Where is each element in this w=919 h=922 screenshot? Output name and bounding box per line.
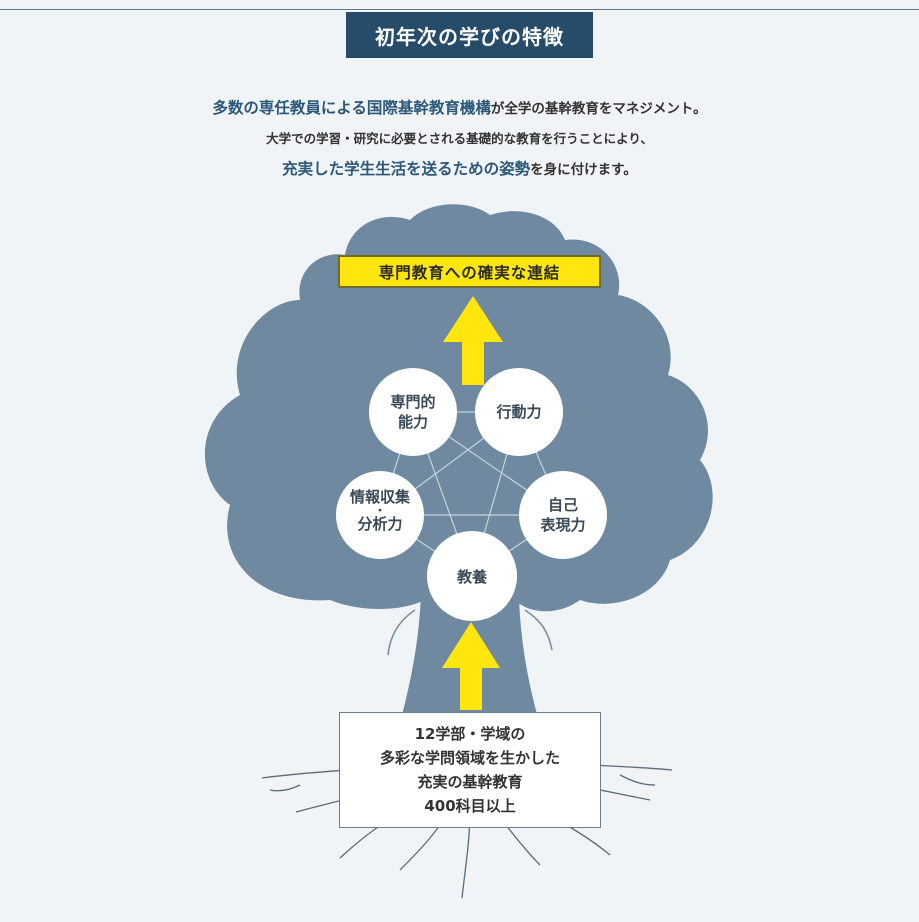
label-specialized-line1: 専門的 xyxy=(390,393,436,411)
label-specialized-line2: 能力 xyxy=(397,413,428,431)
intro-line-3: 充実した学生生活を送るための姿勢を身に付けます。 xyxy=(0,154,919,185)
intro-line-2: 大学での学習・研究に必要とされる基礎的な教育を行うことにより、 xyxy=(266,131,653,146)
label-expression-line2: 表現力 xyxy=(540,516,586,534)
label-culture: 教養 xyxy=(427,567,517,587)
section-title: 初年次の学びの特徴 xyxy=(346,12,593,58)
label-info-line1: 情報収集 xyxy=(349,488,410,506)
base-line-2: 多彩な学問領域を生かした xyxy=(379,749,560,767)
intro-text-3: を身に付けます。 xyxy=(530,162,637,178)
intro-line-1: 多数の専任教員による国際基幹教育機構が全学の基幹教育をマネジメント。 xyxy=(0,93,919,124)
circle-action xyxy=(475,368,563,456)
label-expression: 自己 表現力 xyxy=(518,495,608,535)
label-action-text: 行動力 xyxy=(496,403,542,421)
arrow-up-bottom-icon xyxy=(442,622,500,710)
circle-info xyxy=(336,471,424,559)
label-culture-text: 教養 xyxy=(456,568,487,586)
base-line-3: 充実の基幹教育 xyxy=(417,773,523,791)
label-expression-line1: 自己 xyxy=(547,496,578,514)
base-line-4: 400科目以上 xyxy=(424,797,516,815)
goal-text: 専門教育への確実な連結 xyxy=(378,263,561,282)
label-info-line2: 分析力 xyxy=(357,515,403,533)
top-divider xyxy=(0,9,919,10)
intro-highlight-1: 多数の専任教員による国際基幹教育機構 xyxy=(212,99,491,117)
label-info: 情報収集 ・ 分析力 xyxy=(335,489,425,533)
circle-expression xyxy=(519,471,607,559)
circle-culture xyxy=(427,531,517,621)
arrow-up-top-icon xyxy=(443,296,503,385)
circle-specialized xyxy=(369,368,457,456)
goal-box: 専門教育への確実な連結 xyxy=(338,255,601,288)
label-specialized: 専門的 能力 xyxy=(368,392,458,432)
base-box: 12学部・学域の 多彩な学問領域を生かした 充実の基幹教育 400科目以上 xyxy=(339,712,601,828)
tree-twigs xyxy=(387,609,553,656)
label-info-dot: ・ xyxy=(374,504,386,517)
label-action: 行動力 xyxy=(474,402,564,422)
intro-highlight-3: 充実した学生生活を送るための姿勢 xyxy=(282,160,531,178)
section-title-text: 初年次の学びの特徴 xyxy=(375,24,564,49)
intro-text-1: が全学の基幹教育をマネジメント。 xyxy=(490,101,707,117)
intro-text: 多数の専任教員による国際基幹教育機構が全学の基幹教育をマネジメント。 大学での学… xyxy=(0,93,919,185)
base-line-1: 12学部・学域の xyxy=(414,725,526,743)
